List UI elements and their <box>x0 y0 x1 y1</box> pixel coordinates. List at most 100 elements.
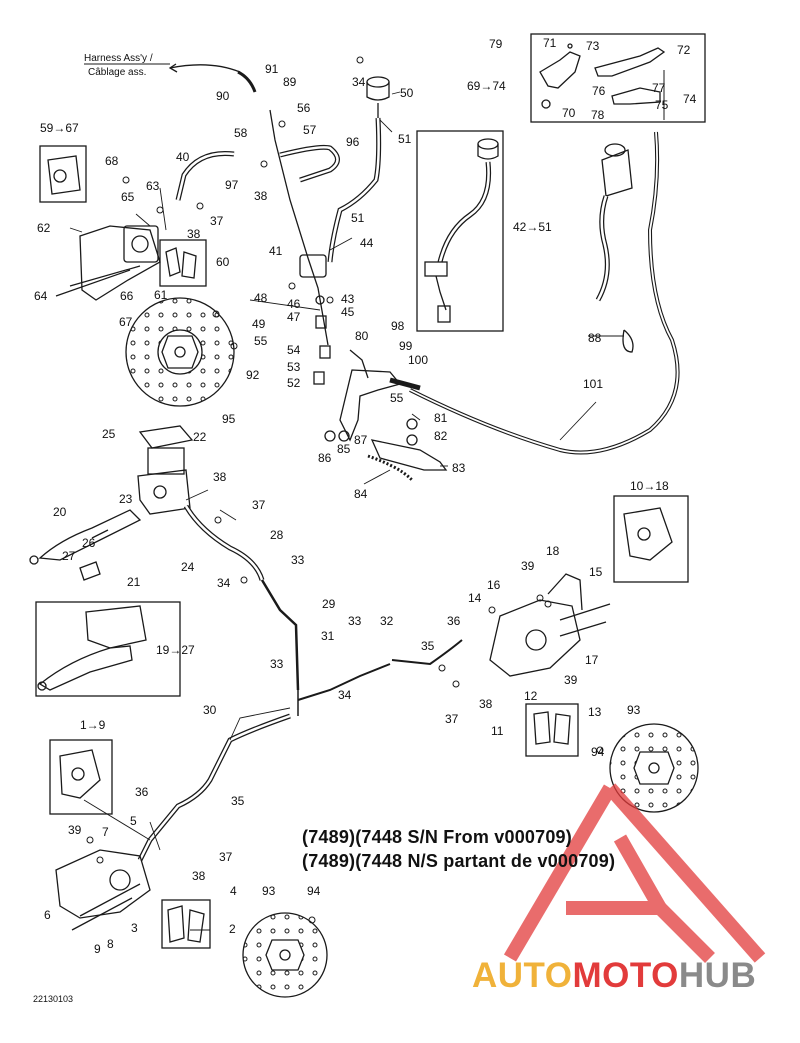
drawing-code: 22130103 <box>33 994 74 1004</box>
callout-39a: 39 <box>521 559 535 573</box>
callout-9: 9 <box>94 942 101 956</box>
callout-38c: 38 <box>213 470 227 484</box>
callout-90: 90 <box>216 89 230 103</box>
callout-93b: 93 <box>262 884 276 898</box>
callout-96: 96 <box>346 135 360 149</box>
brake-pads-60 <box>165 247 197 279</box>
callout-2: 2 <box>229 922 236 936</box>
callout-55a: 55 <box>254 334 268 348</box>
callout-98: 98 <box>391 319 405 333</box>
callout-46: 46 <box>287 297 301 311</box>
callout-48: 48 <box>254 291 268 305</box>
callout-36b: 36 <box>135 785 149 799</box>
callout-92: 92 <box>246 368 260 382</box>
pads-box-11 <box>525 703 579 757</box>
callout-77: 77 <box>652 81 666 95</box>
callout-16: 16 <box>487 578 501 592</box>
callout-76: 76 <box>592 84 606 98</box>
callout-53: 53 <box>287 360 301 374</box>
master-cylinder-box <box>416 130 504 332</box>
callout-64: 64 <box>34 289 48 303</box>
callout-19-27: 19→27 <box>156 643 195 657</box>
pads-box-60 <box>159 239 207 287</box>
inset-59-67 <box>39 145 87 203</box>
callout-55b: 55 <box>390 391 404 405</box>
caliper-inset-1 <box>59 749 101 799</box>
callout-66: 66 <box>120 289 134 303</box>
brake-pads-2 <box>167 905 205 943</box>
caliper-rear-right <box>489 573 611 677</box>
callout-70: 70 <box>562 106 576 120</box>
callout-75: 75 <box>655 98 669 112</box>
callout-13: 13 <box>588 705 602 719</box>
callout-94b: 94 <box>307 884 321 898</box>
callout-40: 40 <box>176 150 190 164</box>
callout-69-74: 69→74 <box>467 79 506 93</box>
callout-93a: 93 <box>627 703 641 717</box>
callout-30: 30 <box>203 703 217 717</box>
callout-25: 25 <box>102 427 116 441</box>
brake-rotor-93-right <box>609 723 699 813</box>
callout-37b: 37 <box>252 498 266 512</box>
callout-33c: 33 <box>270 657 284 671</box>
callout-22: 22 <box>193 430 207 444</box>
caliper-front-left <box>55 225 161 301</box>
callout-28: 28 <box>270 528 284 542</box>
pedal-box <box>530 33 706 123</box>
callout-38a: 38 <box>254 189 268 203</box>
caliper-rear-left <box>55 849 151 931</box>
callout-26: 26 <box>82 536 96 550</box>
callout-23: 23 <box>119 492 133 506</box>
callout-15: 15 <box>589 565 603 579</box>
callout-91: 91 <box>265 62 279 76</box>
callout-95: 95 <box>222 412 236 426</box>
callout-32: 32 <box>380 614 394 628</box>
callout-86: 86 <box>318 451 332 465</box>
serial-note-french: (7489)(7448 N/S partant de v000709) <box>302 851 616 871</box>
callout-12: 12 <box>524 689 538 703</box>
callout-4: 4 <box>230 884 237 898</box>
logo-triangle-icon <box>503 783 766 963</box>
callout-52: 52 <box>287 376 301 390</box>
callout-62: 62 <box>37 221 51 235</box>
callout-41: 41 <box>269 244 283 258</box>
callout-labels: 1→9 2 3 4 5 6 7 8 9 10→18 11 12 13 14 15… <box>34 36 697 956</box>
callout-42-51: 42→51 <box>513 220 552 234</box>
callout-38d: 38 <box>479 697 493 711</box>
callout-31: 31 <box>321 629 335 643</box>
watermark-text: AUTOMOTOHUB <box>472 956 756 996</box>
callout-37a: 37 <box>210 214 224 228</box>
callout-18: 18 <box>546 544 560 558</box>
callout-58: 58 <box>234 126 248 140</box>
callout-39b: 39 <box>564 673 578 687</box>
harness-arrow <box>168 63 257 93</box>
callout-73: 73 <box>586 39 600 53</box>
callout-7: 7 <box>102 825 109 839</box>
callout-57: 57 <box>303 123 317 137</box>
callout-10-18: 10→18 <box>630 479 669 493</box>
callout-56: 56 <box>297 101 311 115</box>
callout-67: 67 <box>119 315 133 329</box>
watermark-text-auto: AUTO <box>472 956 573 995</box>
harness-label-line1: Harness Ass'y / <box>84 53 153 64</box>
leader-lines <box>69 91 624 931</box>
callout-54: 54 <box>287 343 301 357</box>
callout-17: 17 <box>585 653 599 667</box>
callout-35a: 35 <box>421 639 435 653</box>
brake-reservoir <box>327 76 390 263</box>
callout-80: 80 <box>355 329 369 343</box>
callout-20: 20 <box>53 505 67 519</box>
callout-11: 11 <box>491 724 504 738</box>
harness-label-line2: Câblage ass. <box>88 67 146 78</box>
callout-21: 21 <box>127 575 141 589</box>
brake-rotor-95 <box>125 297 235 407</box>
callout-51a: 51 <box>398 132 412 146</box>
callout-29: 29 <box>322 597 336 611</box>
callout-99: 99 <box>399 339 413 353</box>
callout-84: 84 <box>354 487 368 501</box>
callout-82: 82 <box>434 429 448 443</box>
distribution-block <box>299 254 331 385</box>
callout-71: 71 <box>543 36 557 50</box>
callout-34a: 34 <box>217 576 231 590</box>
